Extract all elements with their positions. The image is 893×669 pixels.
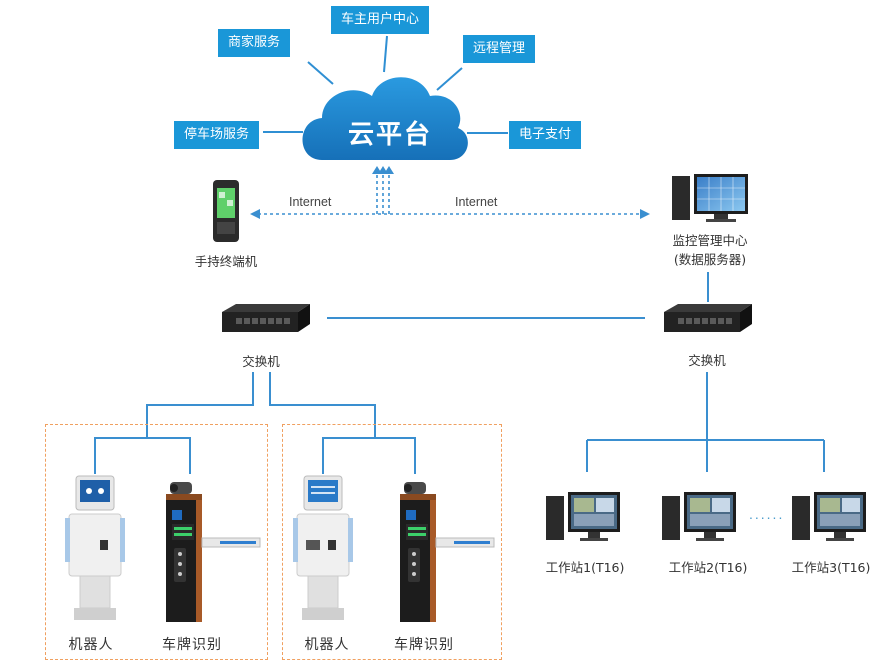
handheld-terminal-icon bbox=[213, 180, 239, 242]
service-merchant: 商家服务 bbox=[218, 29, 291, 57]
plate-recognition-icon-1 bbox=[166, 482, 261, 622]
monitoring-center-label-line1: 监控管理中心 bbox=[672, 233, 748, 248]
internet-label-right: Internet bbox=[455, 195, 498, 209]
monitoring-center-icon bbox=[672, 174, 748, 222]
internet-arrowheads bbox=[250, 166, 650, 219]
service-payment: 电子支付 bbox=[509, 121, 582, 149]
right-switch-tree bbox=[586, 372, 825, 472]
workstation-icon-2 bbox=[662, 492, 736, 541]
service-owner-center: 车主用户中心 bbox=[331, 6, 430, 34]
plate-recognition-label-1: 车牌识别 bbox=[162, 637, 222, 653]
switch-left-icon bbox=[222, 304, 310, 332]
switch-left-label: 交换机 bbox=[242, 354, 280, 369]
internet-links bbox=[258, 172, 640, 215]
plate-recognition-icon-2 bbox=[400, 482, 495, 622]
cloud-platform-label: 云平台 bbox=[347, 120, 432, 150]
workstation-label-3: 工作站3(T16) bbox=[791, 560, 871, 575]
switch-right-label: 交换机 bbox=[688, 353, 726, 368]
internet-label-left: Internet bbox=[289, 195, 332, 209]
workstation-icon-1 bbox=[546, 492, 620, 541]
robot-label-1: 机器人 bbox=[68, 637, 114, 653]
workstation-icon-3 bbox=[792, 492, 866, 541]
handheld-terminal-label: 手持终端机 bbox=[194, 254, 258, 269]
robot-icon-2 bbox=[293, 475, 353, 620]
workstation-label-2: 工作站2(T16) bbox=[668, 560, 748, 575]
service-remote-management: 远程管理 bbox=[463, 35, 536, 63]
service-connectors bbox=[263, 35, 508, 134]
plate-recognition-label-2: 车牌识别 bbox=[394, 637, 454, 653]
robot-label-2: 机器人 bbox=[304, 637, 350, 653]
cloud-platform-icon bbox=[302, 77, 468, 160]
service-parking: 停车场服务 bbox=[174, 121, 260, 149]
workstation-label-1: 工作站1(T16) bbox=[545, 560, 625, 575]
workstation-ellipsis: ...... bbox=[749, 506, 785, 522]
device-group-box-1 bbox=[45, 424, 268, 660]
robot-icon-1 bbox=[65, 475, 125, 620]
switch-right-icon bbox=[664, 304, 752, 332]
monitoring-center-label-line2: (数据服务器) bbox=[673, 252, 747, 267]
device-group-box-2 bbox=[282, 424, 502, 660]
left-switch-tree bbox=[94, 372, 416, 474]
